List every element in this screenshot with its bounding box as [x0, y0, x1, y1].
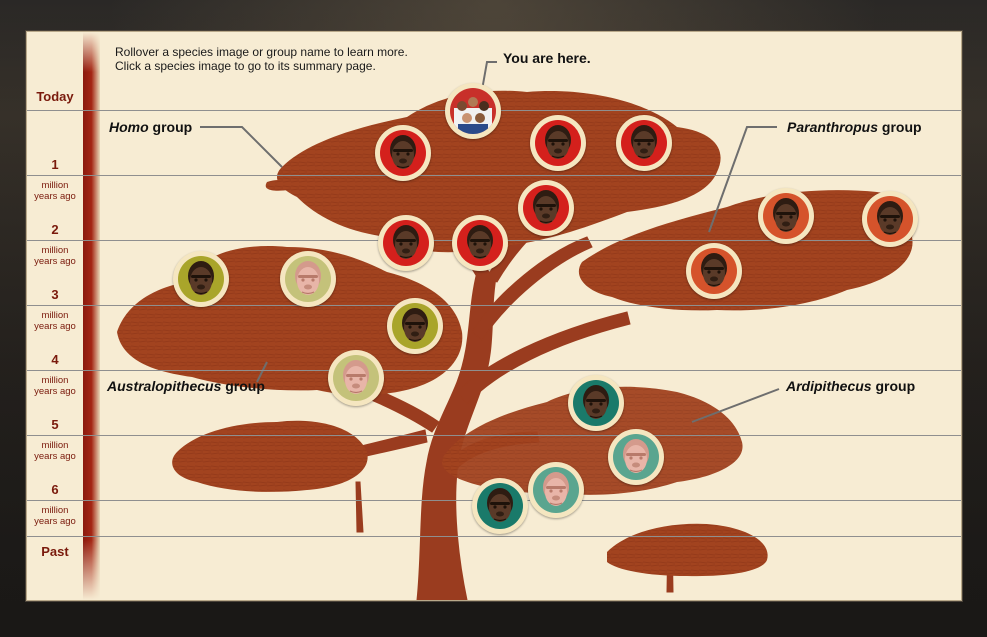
species-ardipithecus-4-button[interactable]	[472, 478, 528, 534]
species-ardipithecus-1-button[interactable]	[568, 375, 624, 431]
species-portrait-icon	[763, 193, 809, 239]
australopithecus-group-name: Australopithecus	[107, 378, 222, 394]
species-portrait-icon	[285, 256, 331, 302]
tick-1-value: 1	[51, 157, 59, 172]
species-portrait-icon	[333, 355, 379, 401]
species-australopithecus-4-button[interactable]	[328, 350, 384, 406]
species-portrait-icon	[392, 303, 438, 349]
label-leader-lines	[200, 61, 780, 423]
tick-2-value: 2	[51, 222, 59, 237]
australopithecus-group-suffix: group	[221, 378, 265, 394]
tick-3-value: 3	[51, 287, 59, 302]
tick-5-sub2: years ago	[34, 451, 76, 462]
species-homo-2-button[interactable]	[530, 115, 586, 171]
species-ardipithecus-2-button[interactable]	[608, 429, 664, 485]
paranthropus-group-name: Paranthropus	[787, 119, 879, 135]
gridline-1	[27, 175, 961, 176]
tick-5-value: 5	[51, 417, 59, 432]
species-portrait-icon	[867, 196, 913, 242]
species-portrait-icon	[450, 88, 496, 134]
tick-today: Today	[36, 89, 74, 104]
species-paranthropus-2-button[interactable]	[862, 191, 918, 247]
timeline-strip	[83, 32, 100, 600]
species-portrait-icon	[613, 434, 659, 480]
species-portrait-icon	[523, 185, 569, 231]
you-are-here-label: You are here.	[503, 50, 591, 66]
lower-left-canopy	[172, 420, 368, 492]
species-homo-4-button[interactable]	[518, 180, 574, 236]
species-portrait-icon	[573, 380, 619, 426]
instructions-text: Rollover a species image or group name t…	[115, 45, 408, 73]
tick-4-sub1: million	[41, 375, 69, 386]
species-portrait-icon	[178, 256, 224, 302]
species-portrait-icon	[380, 130, 426, 176]
tick-6-sub2: years ago	[34, 516, 76, 527]
homo-group-label[interactable]: Homo group	[109, 119, 192, 135]
species-paranthropus-3-button[interactable]	[686, 243, 742, 299]
tick-past: Past	[41, 544, 69, 559]
gridline-past	[27, 536, 961, 537]
species-portrait-icon	[533, 467, 579, 513]
tick-1-sub1: million	[41, 180, 69, 191]
ardipithecus-group-name: Ardipithecus	[786, 378, 872, 394]
tick-6-sub1: million	[41, 505, 69, 516]
gridline-4	[27, 370, 961, 371]
species-portrait-icon	[457, 220, 503, 266]
gridline-5	[27, 435, 961, 436]
ardipithecus-canopy	[442, 386, 743, 495]
species-australopithecus-1-button[interactable]	[173, 251, 229, 307]
species-portrait-icon	[383, 220, 429, 266]
tick-4-value: 4	[51, 352, 59, 367]
species-portrait-icon	[535, 120, 581, 166]
ardipithecus-group-suffix: group	[871, 378, 916, 394]
species-paranthropus-1-button[interactable]	[758, 188, 814, 244]
tick-1-sub2: years ago	[34, 191, 76, 202]
tick-2-sub1: million	[41, 245, 69, 256]
instructions-line-2: Click a species image to go to its summa…	[115, 59, 376, 73]
species-portrait-icon	[691, 248, 737, 294]
paranthropus-canopy	[578, 190, 916, 311]
species-homo-6-button[interactable]	[452, 215, 508, 271]
species-portrait-icon	[621, 120, 667, 166]
species-homo-1-button[interactable]	[375, 125, 431, 181]
australopithecus-group-label[interactable]: Australopithecus group	[107, 378, 265, 394]
tick-2-sub2: years ago	[34, 256, 76, 267]
species-portrait-icon	[477, 483, 523, 529]
tick-6-value: 6	[51, 482, 59, 497]
species-australopithecus-3-button[interactable]	[387, 298, 443, 354]
tick-5-sub1: million	[41, 440, 69, 451]
lower-right-canopy	[607, 523, 768, 577]
homo-group-name: Homo	[109, 119, 149, 135]
paranthropus-group-suffix: group	[878, 119, 922, 135]
instructions-line-1: Rollover a species image or group name t…	[115, 45, 408, 59]
species-modern-humans-button[interactable]	[445, 83, 501, 139]
gridline-3	[27, 305, 961, 306]
species-homo-5-button[interactable]	[378, 215, 434, 271]
ardipithecus-group-label[interactable]: Ardipithecus group	[786, 378, 915, 394]
tick-3-sub2: years ago	[34, 321, 76, 332]
species-homo-3-button[interactable]	[616, 115, 672, 171]
paranthropus-group-label[interactable]: Paranthropus group	[787, 119, 922, 135]
species-ardipithecus-3-button[interactable]	[528, 462, 584, 518]
species-australopithecus-2-button[interactable]	[280, 251, 336, 307]
human-family-tree-panel: Today 1 million years ago 2 million year…	[26, 31, 962, 601]
homo-group-suffix: group	[148, 119, 193, 135]
tick-3-sub1: million	[41, 310, 69, 321]
tick-4-sub2: years ago	[34, 386, 76, 397]
